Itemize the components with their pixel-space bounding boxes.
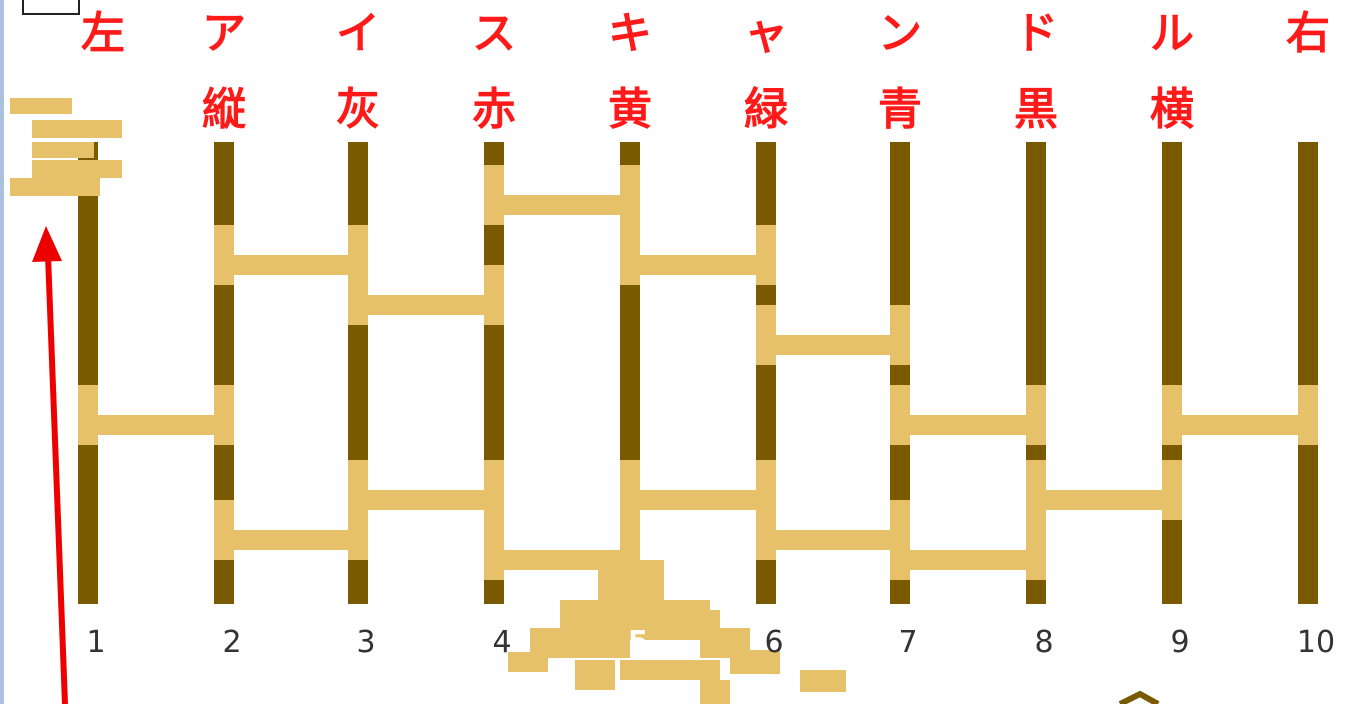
ladder-rung bbox=[348, 295, 504, 315]
top-label: 右 bbox=[1286, 8, 1330, 59]
ladder-rung bbox=[1026, 490, 1182, 510]
top-label: ス bbox=[472, 8, 516, 59]
rung-joint bbox=[1162, 385, 1182, 445]
top-label: イ bbox=[336, 8, 380, 59]
stroke-fragment bbox=[1118, 690, 1160, 704]
left-frame-edge bbox=[0, 0, 4, 704]
top-label: ド bbox=[1014, 8, 1058, 59]
color-label: 黒 bbox=[1014, 84, 1058, 135]
rung-joint bbox=[890, 305, 910, 365]
ladder-rung bbox=[756, 335, 910, 355]
color-label: 縦 bbox=[202, 84, 246, 135]
rung-joint bbox=[620, 225, 640, 285]
rung-joint bbox=[620, 460, 640, 520]
ladder-rung bbox=[890, 415, 1046, 435]
rung-joint bbox=[484, 265, 504, 325]
column-number: 2 bbox=[222, 625, 241, 660]
rung-joint bbox=[1026, 520, 1046, 580]
ladder-rung bbox=[78, 415, 234, 435]
corner-box bbox=[22, 0, 80, 15]
column-number: 6 bbox=[764, 625, 783, 660]
top-label: ア bbox=[202, 8, 246, 59]
rung-joint bbox=[1298, 385, 1318, 445]
rung-joint bbox=[1026, 460, 1046, 520]
rung-joint bbox=[214, 225, 234, 285]
rung-joint bbox=[214, 385, 234, 445]
color-label: 青 bbox=[878, 84, 922, 135]
column-number: 3 bbox=[356, 625, 375, 660]
color-label: 横 bbox=[1150, 84, 1194, 135]
root-segment bbox=[700, 680, 730, 704]
rung-joint bbox=[1162, 460, 1182, 520]
ladder-rung bbox=[890, 550, 1046, 570]
ladder-rung bbox=[620, 255, 776, 275]
ladder-pole bbox=[78, 142, 98, 604]
ladder-pole bbox=[1162, 142, 1182, 604]
rung-joint bbox=[214, 500, 234, 560]
top-label: ル bbox=[1150, 8, 1194, 59]
rung-joint bbox=[890, 385, 910, 445]
rung-joint bbox=[756, 225, 776, 285]
ladder-pole bbox=[890, 142, 910, 604]
pointer-arrow-shaft bbox=[45, 254, 68, 704]
root-segment bbox=[575, 660, 615, 690]
column-number: 8 bbox=[1034, 625, 1053, 660]
top-label: キ bbox=[608, 8, 652, 59]
top-label: ン bbox=[878, 8, 922, 59]
column-number: 9 bbox=[1170, 625, 1189, 660]
root-segment bbox=[508, 652, 548, 672]
column-number: 10 bbox=[1297, 625, 1335, 660]
ladder-rung bbox=[484, 195, 640, 215]
root-segment bbox=[730, 650, 780, 674]
root-segment bbox=[620, 660, 720, 680]
rung-joint bbox=[348, 265, 368, 325]
rung-joint bbox=[78, 385, 98, 445]
ladder-pole bbox=[1298, 142, 1318, 604]
rung-joint bbox=[348, 460, 368, 520]
corner-glyph-block bbox=[32, 160, 122, 178]
ladder-rung bbox=[1162, 415, 1318, 435]
ladder-rung bbox=[214, 530, 368, 550]
color-label: 黄 bbox=[608, 84, 652, 135]
rung-joint bbox=[484, 460, 504, 520]
top-label: 左 bbox=[81, 8, 125, 59]
corner-glyph-block bbox=[32, 142, 94, 158]
ladder-rung bbox=[620, 490, 776, 510]
rung-joint bbox=[484, 165, 504, 225]
color-label: 灰 bbox=[336, 84, 380, 135]
column-number: 7 bbox=[898, 625, 917, 660]
rung-joint bbox=[484, 520, 504, 580]
pointer-arrow-head bbox=[32, 226, 62, 262]
root-segment bbox=[800, 670, 846, 692]
ladder-rung bbox=[348, 490, 504, 510]
ladder-rung bbox=[756, 530, 910, 550]
rung-joint bbox=[620, 165, 640, 225]
corner-glyph-block bbox=[10, 98, 72, 114]
rung-joint bbox=[1026, 385, 1046, 445]
column-number: 1 bbox=[86, 625, 105, 660]
ladder-rung bbox=[214, 255, 368, 275]
color-label: 赤 bbox=[472, 84, 516, 135]
rung-joint bbox=[756, 305, 776, 365]
rung-joint bbox=[756, 500, 776, 560]
corner-glyph: 3 bbox=[0, 0, 1, 1]
top-label: ャ bbox=[744, 8, 788, 59]
corner-glyph-block bbox=[32, 120, 122, 138]
corner-glyph-block bbox=[10, 178, 100, 196]
rung-joint bbox=[890, 520, 910, 580]
column-number: 5 bbox=[628, 625, 649, 660]
color-label: 緑 bbox=[744, 84, 789, 135]
column-number: 4 bbox=[492, 625, 511, 660]
